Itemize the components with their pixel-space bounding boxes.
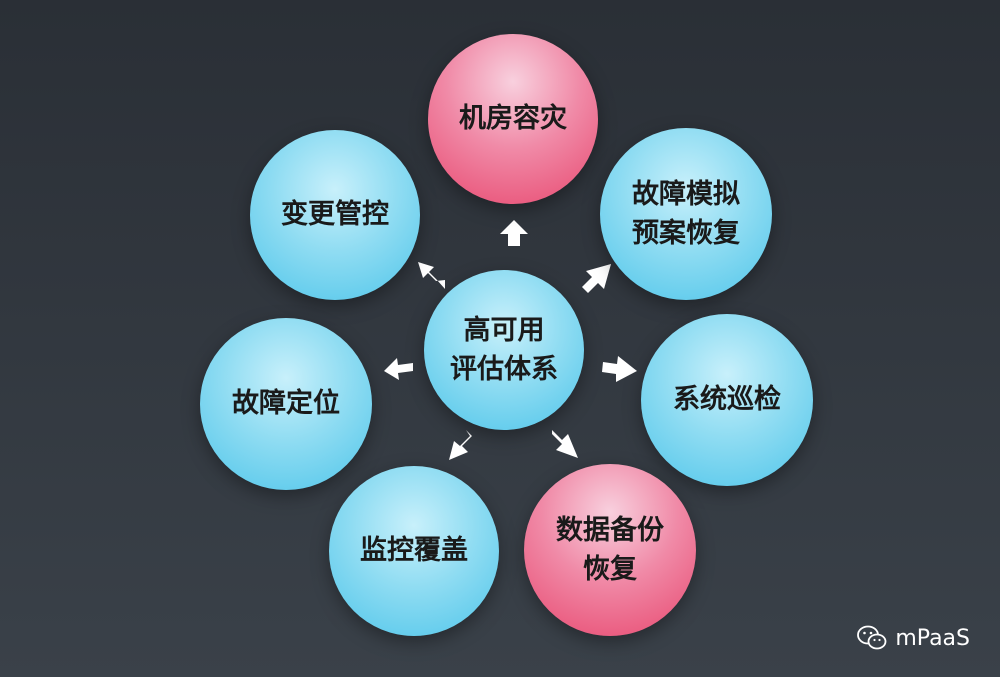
node-top: 机房容灾 [428, 34, 598, 204]
watermark: mPaaS [857, 625, 970, 651]
arrow-to-lower-right [552, 430, 578, 458]
node-right: 系统巡检 [641, 314, 813, 486]
node-left-label: 故障定位 [232, 388, 340, 420]
node-upper-right-label: 故障模拟 预案恢复 [632, 178, 740, 249]
node-top-label: 机房容灾 [459, 103, 567, 135]
arrow-to-upper-right [582, 264, 611, 293]
node-lower-left: 监控覆盖 [329, 466, 499, 636]
watermark-text: mPaaS [895, 625, 970, 651]
arrow-to-left [384, 358, 413, 380]
node-upper-left: 变更管控 [250, 130, 420, 300]
wechat-icon [857, 625, 887, 650]
node-lower-right: 数据备份 恢复 [524, 464, 696, 636]
node-center-label: 高可用 评估体系 [450, 314, 558, 385]
node-lower-right-label: 数据备份 恢复 [556, 514, 664, 585]
node-center: 高可用 评估体系 [424, 270, 584, 430]
node-upper-left-label: 变更管控 [281, 199, 389, 231]
arrow-to-top [500, 220, 528, 246]
arrow-to-right [602, 356, 637, 382]
arrow-to-upper-left [418, 262, 445, 289]
node-lower-left-label: 监控覆盖 [360, 535, 468, 567]
node-right-label: 系统巡检 [673, 384, 781, 416]
node-left: 故障定位 [200, 318, 372, 490]
node-upper-right: 故障模拟 预案恢复 [600, 128, 772, 300]
arrow-to-lower-left [449, 430, 472, 460]
